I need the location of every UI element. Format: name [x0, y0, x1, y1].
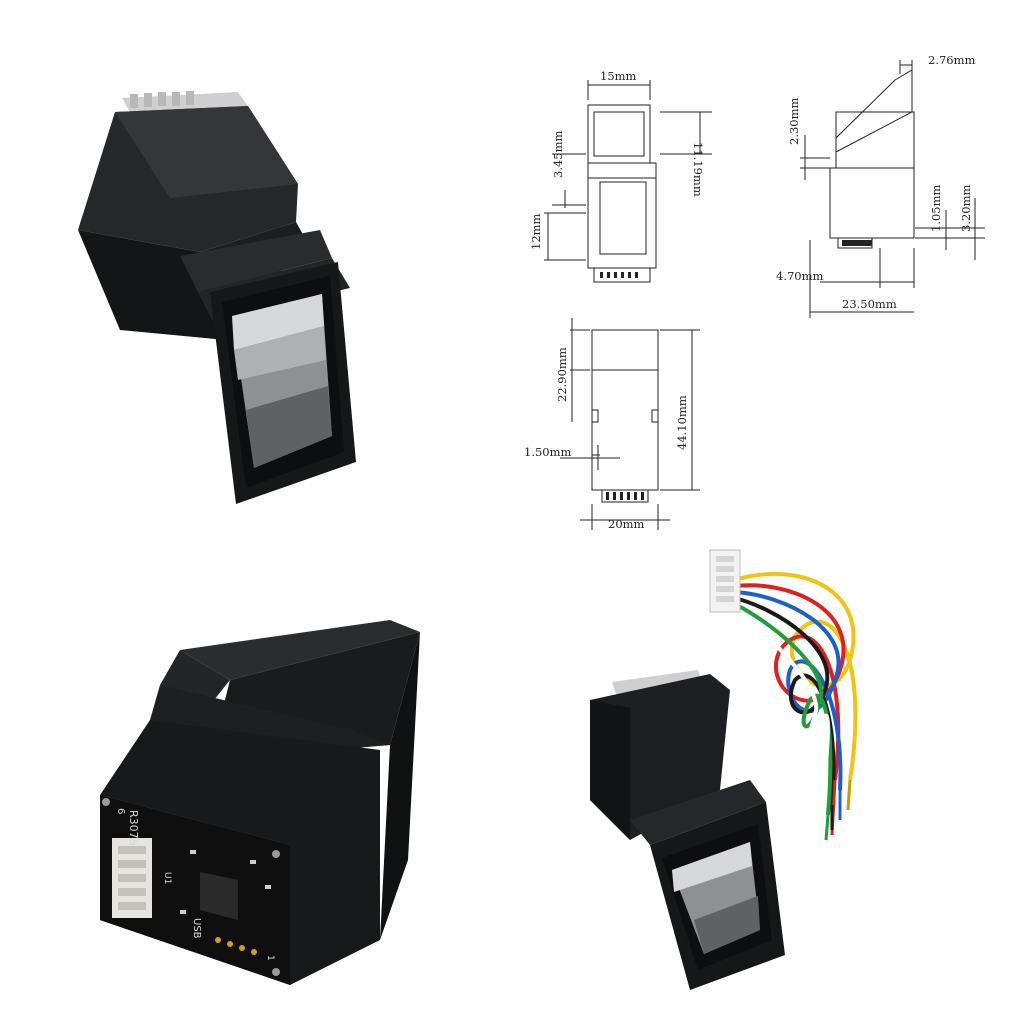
- wire-harness: [733, 571, 858, 826]
- wire-ends: [824, 779, 852, 841]
- dim-notch: 1.50mm: [524, 445, 572, 459]
- pcb-usb-label: USB: [191, 918, 202, 939]
- dim-length: 23.50mm: [842, 297, 897, 311]
- dim-window-depth: 11.19mm: [691, 142, 705, 197]
- bottom-view-body: [591, 329, 659, 491]
- dim-front-width: 15mm: [600, 69, 637, 83]
- pcb-chip: [200, 872, 238, 920]
- dim-connector: 4.70mm: [776, 269, 824, 283]
- dim-upper-height: 22.90mm: [555, 347, 569, 402]
- dim-step-b: 3.20mm: [959, 184, 973, 232]
- pcb-model-label: R307S: [127, 810, 140, 846]
- pcb-part-label: U1: [162, 872, 172, 884]
- dimension-drawing: 15mm 3.45mm 12mm 11.19mm 2.76mm 2.30mm 1…: [524, 53, 985, 531]
- module-photo-front: [78, 91, 356, 504]
- dim-window-height: 3.45mm: [551, 130, 565, 178]
- module-photo-pcb: R307S 6 U1 USB 1: [100, 620, 420, 985]
- dim-lower-height: 12mm: [529, 213, 543, 250]
- dim-bottom-width: 20mm: [608, 517, 645, 531]
- pcb-pin-label: 6: [115, 808, 126, 814]
- side-view-prism: [835, 69, 913, 153]
- harness-connector: [709, 549, 741, 613]
- connector-strip: [122, 92, 248, 112]
- dim-total-height: 44.10mm: [675, 395, 689, 450]
- front-view-upper: [587, 104, 651, 164]
- side-view-body: [829, 167, 915, 239]
- dim-prism-drop: 2.30mm: [787, 97, 801, 145]
- connector-teeth: [130, 91, 194, 108]
- dim-lip: 2.76mm: [928, 53, 976, 67]
- pcb-pin1-label: 1: [265, 955, 275, 961]
- dim-step-a: 1.05mm: [929, 184, 943, 232]
- module-photo-harness: [590, 549, 858, 990]
